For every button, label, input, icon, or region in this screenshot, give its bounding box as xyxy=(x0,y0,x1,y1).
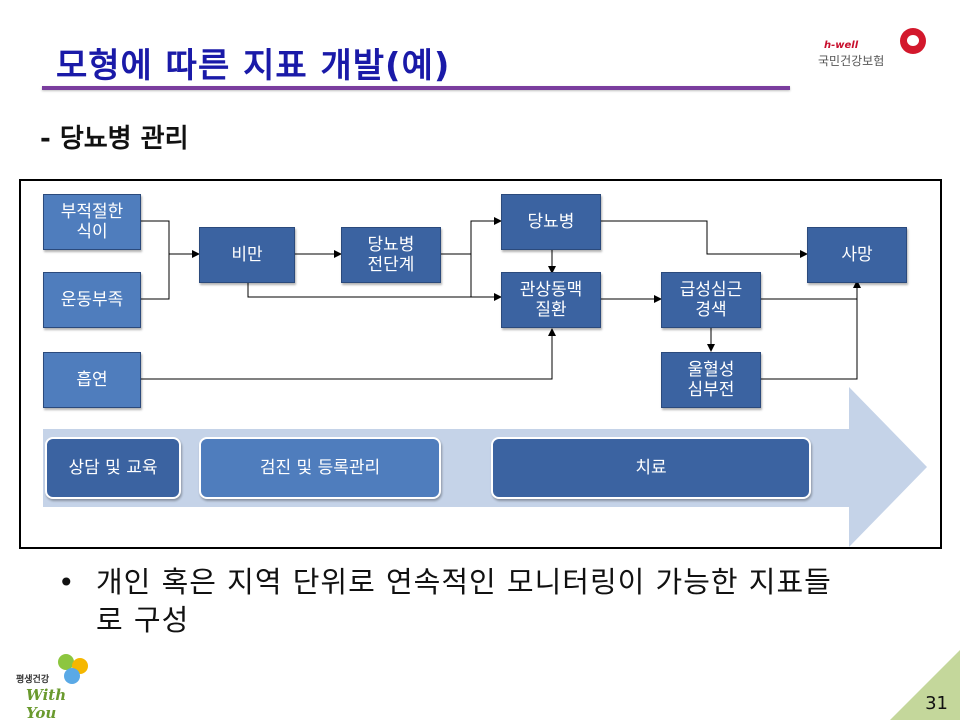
bullet-text: 개인 혹은 지역 단위로 연속적인 모니터링이 가능한 지표들로 구성 xyxy=(96,565,832,637)
diagram-canvas xyxy=(43,217,927,547)
connector-diabetes-death xyxy=(601,220,808,258)
node-death: 사망 xyxy=(807,227,907,283)
stage-screening: 검진 및 등록관리 xyxy=(199,437,441,499)
footer-logo-line2: With You xyxy=(26,686,67,722)
section-subtitle: - 당뇨병 관리 xyxy=(40,124,189,154)
connector-prediabetes-diabetes xyxy=(441,217,502,255)
connector-smoking-coronary xyxy=(141,328,556,380)
stage-counseling: 상담 및 교육 xyxy=(45,437,181,499)
node-smoking: 흡연 xyxy=(43,352,141,408)
node-inappropriate-diet: 부적절한 식이 xyxy=(43,194,141,250)
page-number: 31 xyxy=(925,693,948,714)
corner-decoration xyxy=(890,650,960,720)
nhis-logo: h-well 국민건강보험 xyxy=(818,28,938,76)
slide-title: 모형에 따른 지표 개발(예) xyxy=(56,46,451,86)
with-you-logo: 평생건강 With You xyxy=(14,652,100,722)
logo-name-text: 국민건강보험 xyxy=(818,54,885,68)
title-underline xyxy=(42,86,790,90)
footer-logo-line1: 평생건강 xyxy=(16,675,50,685)
node-acute-mi: 급성심근 경색 xyxy=(661,272,761,328)
connector-exercise-obesity xyxy=(141,254,170,300)
connector-diet-obesity xyxy=(141,220,200,258)
node-heart-failure: 울혈성 심부전 xyxy=(661,352,761,408)
node-lack-of-exercise: 운동부족 xyxy=(43,272,141,328)
bullet-marker: • xyxy=(58,566,75,599)
stage-treatment: 치료 xyxy=(491,437,811,499)
leaf-icon xyxy=(58,654,74,670)
logo-hwell-text: h-well xyxy=(824,40,859,51)
progress-band-arrow xyxy=(43,387,927,547)
leaf-icon xyxy=(64,668,80,684)
connector-mi-death xyxy=(761,280,861,300)
diagram-frame: 부적절한 식이 운동부족 흡연 비만 당뇨병 전단계 당뇨병 관상동맥 질환 급… xyxy=(19,179,942,549)
heart-icon xyxy=(900,28,926,54)
connector-obesity-coronary xyxy=(247,283,502,301)
node-diabetes: 당뇨병 xyxy=(501,194,601,250)
node-prediabetes: 당뇨병 전단계 xyxy=(341,227,441,283)
node-coronary-disease: 관상동맥 질환 xyxy=(501,272,601,328)
node-obesity: 비만 xyxy=(199,227,295,283)
connector-hf-death xyxy=(761,299,858,380)
